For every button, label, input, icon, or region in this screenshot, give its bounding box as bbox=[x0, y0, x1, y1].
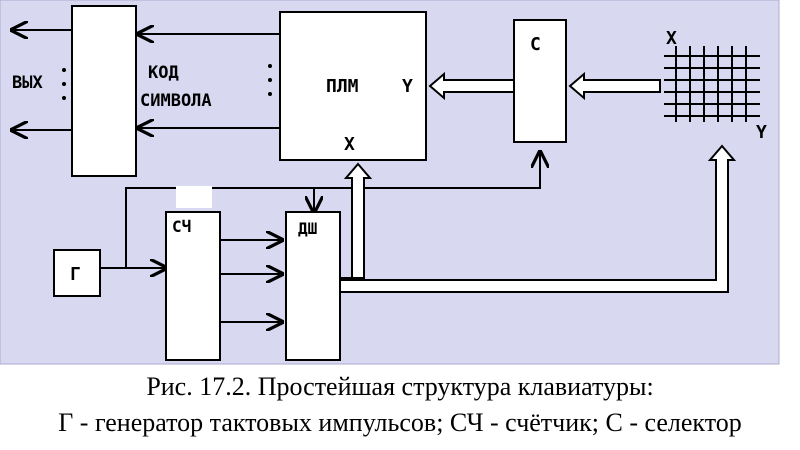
code-dot-3 bbox=[268, 92, 272, 96]
code-label-line2: СИМВОЛА bbox=[140, 91, 212, 111]
decoder-block bbox=[285, 211, 341, 361]
key-matrix-grid bbox=[664, 46, 760, 122]
output-register-block bbox=[71, 5, 137, 177]
keyboard-structure-diagram: ВЫХ КОД СИМВОЛА ПЛМ Y X С X Y Г bbox=[0, 0, 780, 365]
decoder-to-plm-bus bbox=[340, 162, 373, 279]
clock-bus-line bbox=[125, 152, 540, 268]
counter-label-background bbox=[176, 186, 212, 208]
output-dot-1 bbox=[62, 68, 66, 72]
counter-block bbox=[165, 211, 221, 361]
selector-label: С bbox=[530, 34, 541, 55]
plm-x-label: X bbox=[344, 134, 355, 155]
caption-line-2: Г - генератор тактовых импульсов; СЧ - с… bbox=[58, 408, 742, 437]
output-label: ВЫХ bbox=[12, 73, 43, 93]
generator-block bbox=[53, 249, 101, 297]
caption-line-1: Рис. 17.2. Простейшая структура клавиату… bbox=[146, 372, 654, 401]
code-dot-1 bbox=[268, 64, 272, 68]
output-dot-2 bbox=[62, 82, 66, 86]
code-label-line1: КОД bbox=[148, 63, 179, 83]
selector-to-plm-arrow bbox=[428, 71, 515, 101]
decoder-to-matrix-bus bbox=[339, 144, 737, 293]
selector-block bbox=[513, 19, 567, 143]
plm-label: ПЛМ bbox=[326, 76, 359, 97]
matrix-y-label: Y bbox=[756, 122, 767, 143]
decoder-label: ДШ bbox=[298, 219, 318, 238]
counter-label: СЧ bbox=[172, 217, 191, 236]
plm-y-label: Y bbox=[402, 76, 413, 97]
output-dot-3 bbox=[62, 96, 66, 100]
generator-label: Г bbox=[70, 264, 81, 285]
code-dot-2 bbox=[268, 78, 272, 82]
matrix-x-label: X bbox=[666, 28, 677, 49]
plm-block bbox=[279, 11, 427, 161]
matrix-to-selector-arrow bbox=[568, 71, 661, 101]
